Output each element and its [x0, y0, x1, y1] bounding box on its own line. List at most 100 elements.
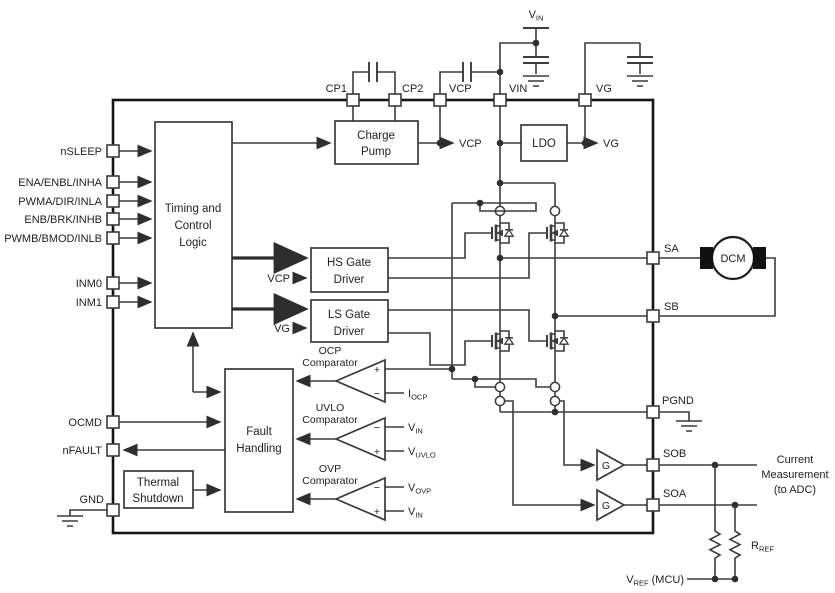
vg-out-label: VG	[603, 138, 619, 150]
sense-node-icon	[549, 395, 561, 407]
pin-gnd	[106, 503, 120, 517]
pin-soa	[646, 498, 660, 512]
pin-label-pgnd: PGND	[662, 395, 694, 407]
pin-inm0	[106, 276, 120, 290]
vovp-label: VOVP	[408, 482, 431, 496]
junction-dot	[496, 254, 504, 262]
capacitor-vin-icon	[523, 56, 549, 64]
ldo-block	[520, 124, 568, 162]
hs-gate-driver-block	[310, 247, 389, 293]
pin-label-pwma: PWMA/DIR/INLA	[18, 196, 102, 208]
pin-nfault	[106, 443, 120, 457]
capacitor-cp-icon	[368, 62, 378, 82]
wire-drain-sense	[452, 202, 537, 212]
vuvlo-label: VUVLO	[408, 446, 436, 460]
pgnd-external	[659, 411, 703, 432]
junction-dot	[581, 139, 589, 147]
pin-label-soa: SOA	[663, 488, 687, 500]
resistor-rref-icon	[728, 505, 742, 579]
wire-cp-pins	[352, 106, 396, 121]
junction-dot	[436, 139, 444, 147]
pin-label-vcp: VCP	[449, 83, 472, 95]
current-measurement-label-1: Current	[777, 454, 814, 466]
pin-label-ena: ENA/ENBL/INHA	[18, 177, 102, 189]
fault-handling-block	[224, 368, 294, 513]
ground-icon	[626, 75, 654, 87]
wire-cp-flying-cap	[352, 71, 396, 94]
uvlo-comparator-icon	[333, 416, 386, 462]
left-pin-wiring	[56, 144, 153, 527]
wire-ls-gate-b	[388, 309, 547, 342]
current-measurement-circuit	[659, 461, 757, 583]
sense-amp-soa-icon	[596, 488, 626, 522]
pin-vin	[493, 93, 507, 107]
pin-label-cp1: CP1	[326, 83, 347, 95]
top-external-wiring	[352, 27, 654, 94]
charge-pump-label-2: Pump	[361, 146, 391, 158]
pin-ocmd	[106, 415, 120, 429]
thermal-label-2: Shutdown	[132, 493, 183, 505]
junction-dot	[471, 375, 479, 383]
ovp-title-2: Comparator	[302, 475, 358, 487]
hs-driver-label-1: HS Gate	[327, 257, 371, 269]
ocp-plus-sign: +	[374, 364, 380, 376]
timing-label-2: Control	[174, 220, 211, 232]
junction-dot	[476, 199, 484, 207]
ocp-title-2: Comparator	[302, 357, 358, 369]
uvlo-plus-sign: +	[374, 446, 380, 458]
pin-enb	[106, 212, 120, 226]
gate-drive-wiring	[388, 232, 547, 366]
pin-label-vg: VG	[596, 83, 612, 95]
wire-vg-cap	[584, 42, 641, 94]
vref-label: VREF (MCU)	[626, 574, 684, 588]
ovp-comparator-icon	[333, 476, 386, 522]
timing-label-3: Logic	[179, 237, 207, 249]
ls-gate-driver-block	[310, 299, 389, 343]
uvlo-title-2: Comparator	[302, 414, 358, 426]
pin-cp2	[388, 93, 402, 107]
ovp-minus-sign: −	[374, 482, 380, 494]
mosfet-ls-b-icon	[545, 327, 570, 355]
sense-node-icon	[494, 381, 506, 393]
vcp-drv-label: VCP	[267, 273, 290, 285]
sense-node-icon	[549, 381, 561, 393]
junction-dot	[731, 575, 739, 583]
wire-vin-supply	[499, 42, 536, 94]
mosfet-hs-b-icon	[545, 219, 570, 247]
junction-dot	[551, 312, 559, 320]
motor-terminal-icon	[700, 247, 713, 269]
wire-bridge-top	[499, 182, 556, 221]
junction-dot	[448, 365, 456, 373]
sense-node-icon	[549, 205, 561, 217]
fault-label-1: Fault	[246, 426, 272, 438]
iocp-label: IOCP	[408, 388, 427, 402]
wire-tap-soa	[504, 400, 596, 512]
capacitor-vg-icon	[627, 56, 653, 64]
control-wiring	[119, 242, 309, 497]
junction-dot	[496, 68, 504, 76]
pin-ena	[106, 175, 120, 189]
motor-circuit: DCM	[659, 235, 776, 317]
hs-driver-label-2: Driver	[334, 274, 365, 286]
ground-icon	[56, 515, 84, 527]
vin-ovp-label: VIN	[408, 506, 423, 520]
ovp-title-1: OVP	[319, 463, 341, 475]
comparator-input-stubs	[385, 392, 404, 512]
ls-driver-label-2: Driver	[334, 326, 365, 338]
ocp-comparator-icon	[333, 358, 386, 404]
wire-ls-gate-a	[388, 332, 491, 366]
ldo-label: LDO	[532, 138, 556, 150]
pin-label-ocmd: OCMD	[68, 417, 102, 429]
junction-dot	[496, 139, 504, 147]
wire-pgnd-ext	[659, 411, 690, 421]
vin-uvlo-label: VIN	[408, 422, 423, 436]
junction-dot	[532, 39, 540, 47]
wire-source-sense	[452, 378, 550, 388]
ovp-plus-sign: +	[374, 506, 380, 518]
pin-label-sa: SA	[664, 243, 679, 255]
gain-a-label: G	[602, 500, 610, 512]
pin-nsleep	[106, 144, 120, 158]
pin-vcp	[433, 93, 447, 107]
vcp-out-label: VCP	[459, 138, 482, 150]
